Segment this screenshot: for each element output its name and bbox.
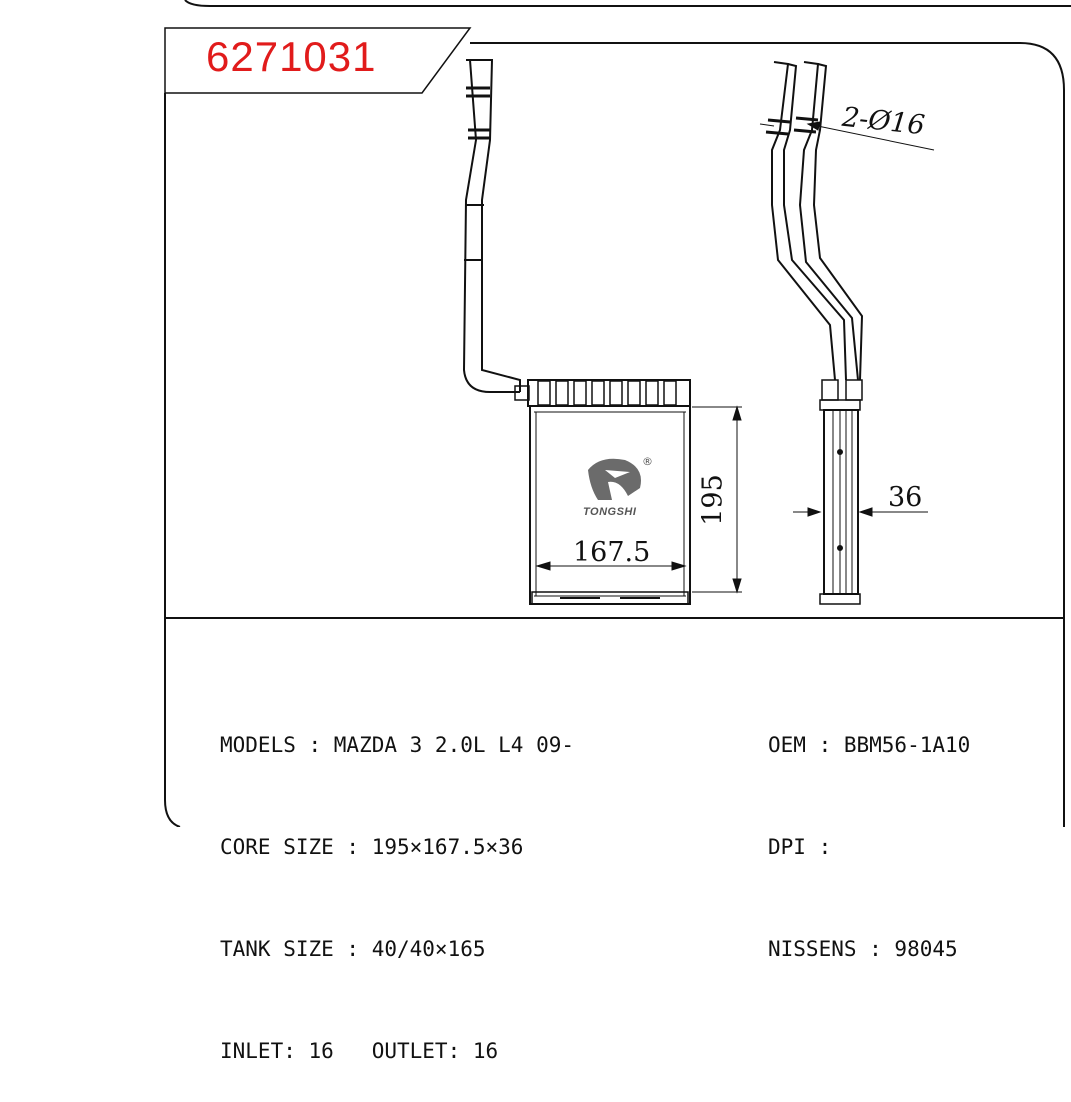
dimension-core-depth: 36: [888, 482, 923, 513]
spec-oem: OEM : BBM56-1A10: [768, 733, 971, 757]
spec-tank-size: TANK SIZE : 40/40×165: [220, 937, 486, 961]
dimension-core-height: 195: [697, 474, 729, 526]
front-view: [462, 59, 691, 605]
side-view: [765, 61, 864, 605]
spec-models: MODELS : MAZDA 3 2.0L L4 09-: [220, 733, 575, 757]
dimension-pipe-diameter: 2-Ø16: [840, 101, 927, 142]
brand-name: TONGSHI: [583, 506, 637, 518]
top-border: [184, 0, 1071, 7]
registered-mark: ®: [642, 455, 653, 468]
spec-nissens: NISSENS : 98045: [768, 937, 958, 961]
frame-left-edge: [164, 93, 181, 827]
part-number: 6271031: [206, 33, 377, 80]
spec-core-size: CORE SIZE : 195×167.5×36: [220, 835, 524, 859]
dimension-lines: [535, 121, 935, 594]
spec-inlet-outlet: INLET: 16 OUTLET: 16: [220, 1039, 499, 1063]
spec-dpi: DPI :: [768, 835, 832, 859]
specs-left: MODELS : MAZDA 3 2.0L L4 09- CORE SIZE :…: [220, 660, 574, 1102]
dimension-core-width: 167.5: [573, 537, 651, 568]
part-number-tab: [164, 27, 472, 94]
specs-right: OEM : BBM56-1A10 DPI : NISSENS : 98045: [768, 660, 970, 1000]
frame-right-edge: [470, 42, 1065, 827]
drawing-frame: [164, 0, 1071, 827]
brand-logo-mark: [588, 458, 641, 500]
